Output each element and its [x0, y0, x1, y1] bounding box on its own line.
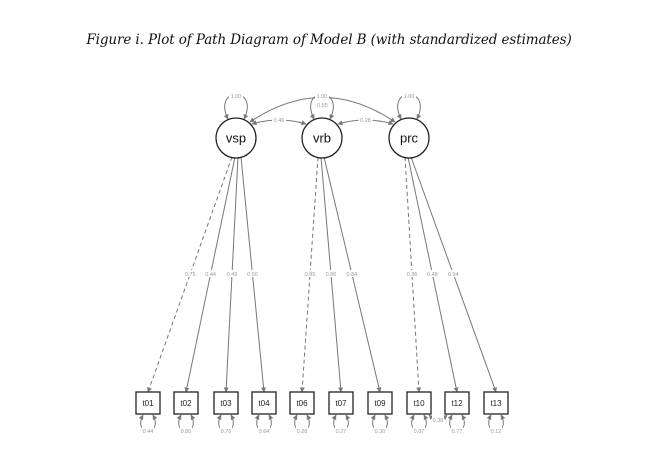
- residual-label: 0.64: [259, 429, 270, 435]
- residual-label: 0.77: [452, 429, 463, 435]
- observed-label: t02: [180, 399, 192, 408]
- loading-path-vrb-t06: [299, 156, 319, 393]
- figure-title: Figure i. Plot of Path Diagram of Model …: [86, 32, 572, 48]
- residual-label: 0.87: [414, 429, 425, 435]
- loading-label: 0.48: [427, 272, 438, 278]
- observed-node-t01: t01: [135, 391, 161, 415]
- loading-path-prc-t10: [404, 156, 422, 393]
- observed-label: t07: [335, 399, 347, 408]
- covariance-label: 0.46: [274, 118, 285, 124]
- observed-node-t13: t13: [483, 391, 509, 415]
- loading-label: 0.84: [347, 272, 358, 278]
- covariance-label: 0.55: [317, 103, 328, 109]
- latent-label: vrb: [313, 131, 331, 146]
- observed-label: t09: [374, 399, 386, 408]
- variance-label: 1.00: [231, 94, 242, 100]
- latent-node-prc: prc: [388, 117, 430, 159]
- residual-label: 0.44: [143, 429, 154, 435]
- observed-node-t04: t04: [251, 391, 277, 415]
- loading-label: 0.75: [185, 272, 196, 278]
- loading-label: 0.94: [448, 272, 459, 278]
- observed-label: t03: [220, 399, 232, 408]
- residual-label: 0.28: [297, 429, 308, 435]
- observed-node-t10: t10: [406, 391, 432, 415]
- observed-node-t07: t07: [328, 391, 354, 415]
- observed-label: t04: [258, 399, 270, 408]
- observed-label: t06: [296, 399, 308, 408]
- covariance-label: 0.28: [360, 118, 371, 124]
- observed-node-t12: t12: [444, 391, 470, 415]
- latent-label: prc: [400, 131, 419, 146]
- observed-label: t10: [413, 399, 425, 408]
- loading-label: 0.36: [407, 272, 418, 278]
- observed-label: t01: [142, 399, 154, 408]
- observed-label: t12: [451, 399, 463, 408]
- residual-label: 0.12: [491, 429, 502, 435]
- observed-label: t13: [490, 399, 502, 408]
- observed-node-t03: t03: [213, 391, 239, 415]
- loading-label: 0.85: [305, 272, 316, 278]
- observed-node-t06: t06: [289, 391, 315, 415]
- residual-label: 0.27: [336, 429, 347, 435]
- latent-node-vrb: vrb: [301, 117, 343, 159]
- observed-node-t09: t09: [367, 391, 393, 415]
- residual-label: 0.76: [221, 429, 232, 435]
- loading-label: 0.86: [326, 272, 337, 278]
- loading-label: 0.60: [247, 272, 258, 278]
- latent-label: vsp: [226, 131, 246, 146]
- residual-label: 0.30: [375, 429, 386, 435]
- residual-covariance-label: 0.38: [433, 418, 444, 424]
- loading-label: 0.49: [227, 272, 238, 278]
- variance-label: 1.00: [404, 94, 415, 100]
- variance-label: 1.00: [317, 94, 328, 100]
- observed-node-t02: t02: [173, 391, 199, 415]
- latent-node-vsp: vsp: [215, 117, 257, 159]
- residual-label: 0.80: [181, 429, 192, 435]
- loading-label: 0.44: [205, 272, 216, 278]
